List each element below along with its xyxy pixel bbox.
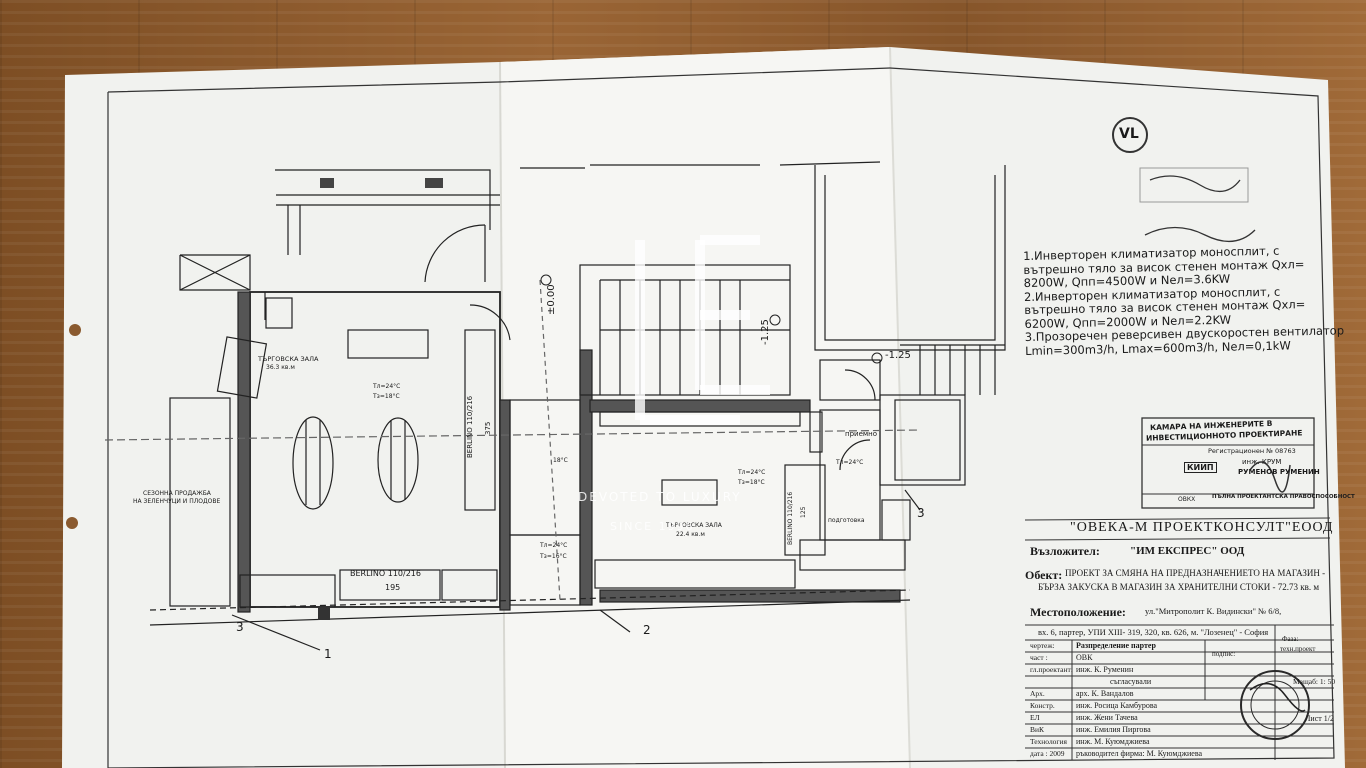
object-label: Обект: (1025, 568, 1063, 582)
phase-value: техн.проект (1280, 645, 1316, 653)
axis-label: 3 (917, 506, 925, 520)
signature-label: подпис: (1212, 650, 1236, 658)
vl-logo-icon: VL (1119, 126, 1139, 142)
row-value: инж. Емилия Пиргова (1076, 725, 1151, 734)
chamber-stamp-name2: РУМЕНОВ РУМЕНИН (1238, 468, 1320, 476)
chamber-stamp-right: ПЪЛНА ПРОЕКТАНТСКА ПРАВОСПОСОБНОСТ (1212, 494, 1355, 500)
location-label: Местоположение: (1030, 605, 1126, 619)
equipment-notes: 1.Инверторен климатизатор моносплит, с в… (1023, 243, 1345, 358)
counter-sub: 125 (800, 506, 807, 518)
temp-label: 18°C (553, 457, 568, 464)
sheet-number: Лист 1/2 (1305, 714, 1334, 723)
counter-sub: 375 (484, 421, 492, 435)
axis-label: 3 (236, 620, 244, 634)
handwritten-signature (1149, 175, 1241, 192)
counter-label: BERLINO 110/216 (466, 395, 474, 458)
seasonal-sales-label: СЕЗОННА ПРОДАЖБА (143, 490, 211, 497)
watermark-tagline: DEVOTED TO LUXURY (578, 490, 742, 504)
temp-label: Тл=24°C (738, 469, 766, 476)
counter-label: BERLINO 110/216 (350, 569, 421, 578)
binder-hole-top (69, 324, 81, 336)
column-mark (320, 178, 334, 188)
sales-hall-2-area: 22.4 кв.м (676, 531, 705, 538)
row-value: арх. К. Вандалов (1076, 689, 1134, 698)
column-mark (425, 178, 443, 188)
company-name: "ОВЕКА-М ПРОЕКТКОНСУЛТ"ЕООД (1070, 520, 1334, 535)
row-key: част : (1030, 653, 1048, 662)
client-value: "ИМ ЕКСПРЕС" ООД (1130, 545, 1245, 557)
object-line2: БЪРЗА ЗАКУСКА В МАГАЗИН ЗА ХРАНИТЕЛНИ СТ… (1038, 582, 1320, 592)
column-mark (318, 608, 330, 620)
location-line1: ул."Митрополит К. Видински" № 6/8, (1145, 606, 1282, 616)
location-line2: вх. 6, партер, УПИ XIII- 319, 320, кв. 6… (1038, 627, 1269, 637)
watermark-logo (635, 235, 770, 425)
prep-label: подготовка (828, 517, 865, 524)
level-label: ±0.00 (546, 284, 557, 315)
client-label: Възложител: (1030, 544, 1100, 558)
row-value: ОВК (1076, 653, 1093, 662)
row-value: инж. К. Руменин (1076, 665, 1134, 674)
counter-label: BERLINO 110/216 (787, 491, 794, 545)
scale: Мащаб: 1: 50 (1293, 677, 1336, 686)
row-key: дата : 2009 (1030, 749, 1065, 758)
chamber-stamp-reg: Регистрационен № 08763 (1208, 447, 1296, 455)
seasonal-sales-label: НА ЗЕЛЕНЧУЦИ И ПЛОДОВЕ (133, 498, 221, 505)
row-value: Разпределение партер (1076, 641, 1156, 650)
reception-label: приемно (845, 430, 878, 438)
row-value: инж. Росица Камбурова (1076, 701, 1158, 710)
chamber-signature (1249, 461, 1291, 493)
chamber-stamp-logo: КИИП (1184, 462, 1217, 473)
temp-label: Тл=24°C (540, 542, 568, 549)
axis-label: 2 (643, 623, 651, 637)
row-value: инж. М. Куюмджиева (1076, 737, 1150, 746)
sales-hall-2-title: ТЪРГОВСКА ЗАЛА (666, 522, 722, 529)
binder-hole-bottom (66, 517, 78, 529)
floor-plan (104, 161, 1006, 651)
signature-stamp-box (1139, 167, 1249, 203)
object-line1: ПРОЕКТ ЗА СМЯНА НА ПРЕДНАЗНАЧЕНИЕТО НА М… (1065, 568, 1326, 578)
row-key: чертеж: (1030, 641, 1055, 650)
level-label: -1.25 (885, 350, 911, 361)
right-staircase (900, 344, 1005, 395)
temp-label: Тл=24°C (373, 383, 401, 390)
row-value: инж. Жени Тачева (1076, 713, 1138, 722)
seal-signature (1249, 682, 1306, 712)
row-value: съгласували (1110, 677, 1152, 686)
drawing-frame (107, 67, 1335, 768)
title-block-table (1024, 517, 1334, 760)
row-key: гл.проектант: (1030, 665, 1073, 674)
temp-label-extra: Тл=24°C (836, 459, 864, 466)
row-key: Констр. (1030, 701, 1055, 710)
chamber-stamp-section: ОВКХ (1178, 496, 1196, 503)
temp-label: Тз=18°C (373, 393, 400, 400)
level-marker (769, 314, 781, 326)
sales-hall-1-area: 36.3 кв.м (266, 364, 295, 371)
row-key: Арх. (1030, 689, 1045, 698)
vl-logo-circle (1112, 117, 1148, 153)
level-marker (871, 352, 883, 364)
fold-line-right (889, 46, 911, 768)
chamber-stamp-name1: инж. КРУМ (1242, 458, 1282, 466)
sales-hall-1-title: ТЪРГОВСКА ЗАЛА (258, 355, 319, 363)
level-marker (540, 274, 552, 286)
level-label: -1.25 (760, 319, 771, 345)
temp-label: Тз=16°C (540, 553, 567, 560)
row-key: ВиК (1030, 725, 1045, 734)
round-seal (1240, 670, 1310, 740)
watermark-since: SINCE 1996 (610, 520, 695, 533)
row-value: ръководител фирма: М. Куюмджиева (1076, 749, 1203, 758)
row-key: Технология (1030, 737, 1067, 746)
handwritten-signature (1144, 226, 1256, 242)
axis-label: 1 (324, 647, 332, 661)
temp-label: Тз=18°C (738, 479, 765, 486)
chamber-stamp-box (1141, 417, 1315, 509)
round-seal-inner (1250, 680, 1300, 730)
row-key: ЕЛ (1030, 713, 1040, 722)
counter-sub: 195 (385, 583, 401, 592)
phase-label: Фаза: (1282, 635, 1299, 643)
